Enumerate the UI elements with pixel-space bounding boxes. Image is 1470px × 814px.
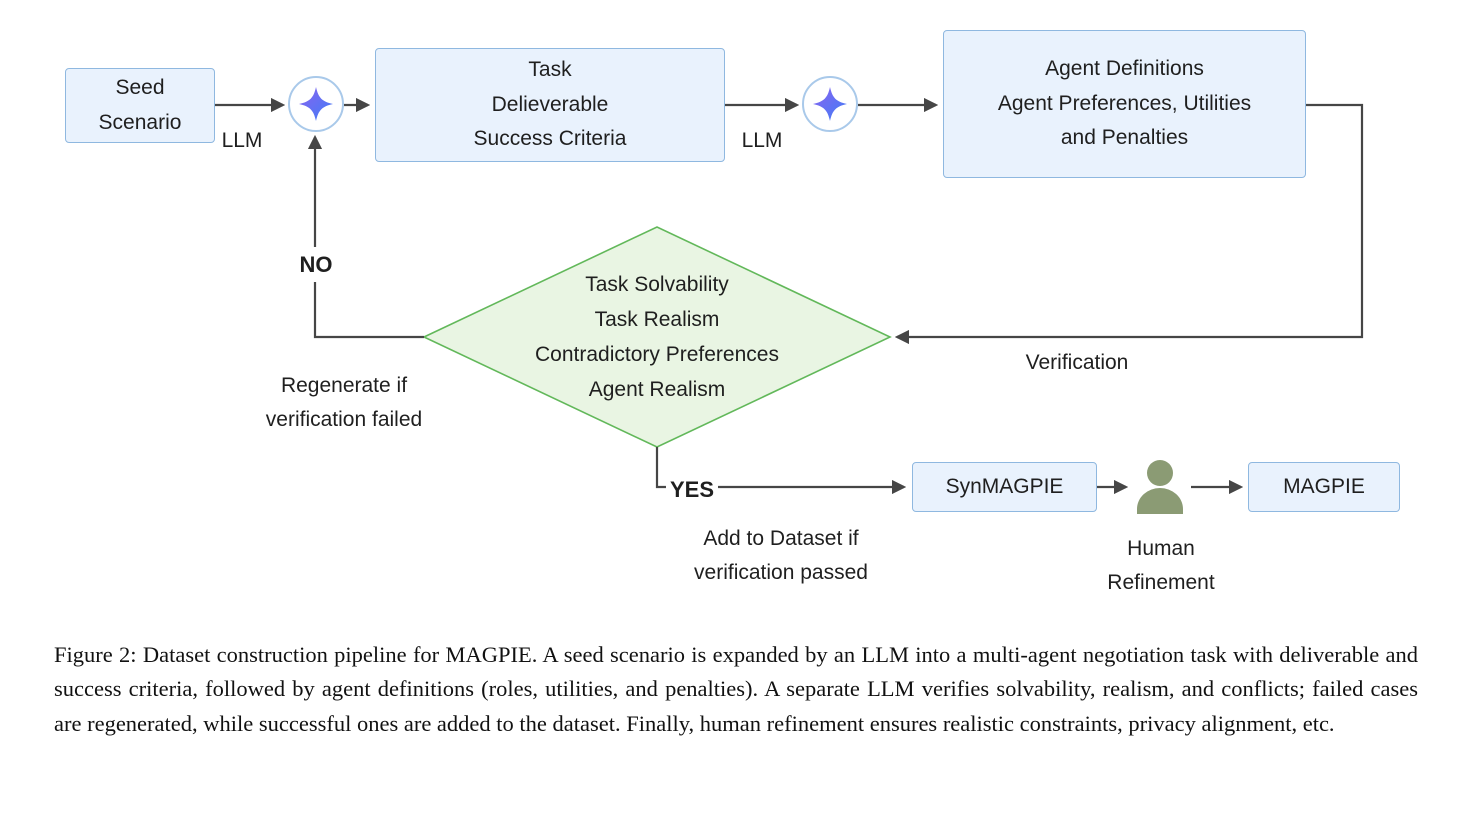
arrow-agent-to-diamond-verification [894,103,1364,345]
note-text-line: verification failed [265,407,423,431]
node-text-line: Scenario [98,110,182,134]
llm-sparkle-icon [802,76,858,132]
seed-scenario-node: Seed Scenario [65,68,215,143]
note-text-line: Regenerate if [280,374,408,397]
regenerate-note: Regenerate if verification failed [266,369,422,436]
verification-diamond-shape [422,226,892,448]
verification-diamond-node: Task Solvability Task Realism Contradict… [424,227,890,447]
llm-edge-label-1: LLM [221,129,263,152]
llm-edge-label-2: LLM [741,129,783,152]
yes-branch-label: YES [665,472,719,508]
no-branch-label: NO [295,247,337,283]
node-text-line: MAGPIE [1283,474,1365,498]
synmagpie-node: SynMAGPIE [912,462,1097,512]
node-text-line: Task [528,58,572,82]
node-text-line: Seed [115,75,165,99]
figure-caption: Figure 2: Dataset construction pipeline … [54,642,1418,736]
node-text-line: Contradictory Preferences [535,343,779,366]
human-refinement-label: Human Refinement [1107,532,1214,599]
note-text-line: Human [1127,537,1195,560]
node-text-line: Agent Realism [588,378,726,402]
node-text-line: SynMAGPIE [945,474,1064,498]
human-refinement-person-icon [1137,460,1183,514]
task-deliverable-node: Task Delieverable Success Criteria [375,48,725,162]
note-text-line: verification passed [694,560,868,584]
note-text-line: Refinement [1107,570,1215,594]
agent-definitions-node: Agent Definitions Agent Preferences, Uti… [943,30,1306,178]
arrow-diamond-yes-to-synmagpie [655,447,907,495]
node-text-line: and Penalties [1060,126,1189,150]
magpie-node: MAGPIE [1248,462,1400,512]
node-text-line: Task Realism [594,307,720,331]
verification-edge-label: Verification [1025,351,1129,374]
note-text-line: Add to Dataset if [703,527,859,550]
node-text-line: Success Criteria [473,127,627,151]
llm-sparkle-icon [288,76,344,132]
node-text-line: Task Solvability [585,272,729,296]
node-text-line: Delieverable [491,92,609,116]
node-text-line: Agent Preferences, Utilities [997,91,1252,115]
arrow-diamond-no-regenerate [307,134,424,339]
node-text-line: Agent Definitions [1045,57,1204,81]
add-to-dataset-note: Add to Dataset if verification passed [694,522,868,589]
